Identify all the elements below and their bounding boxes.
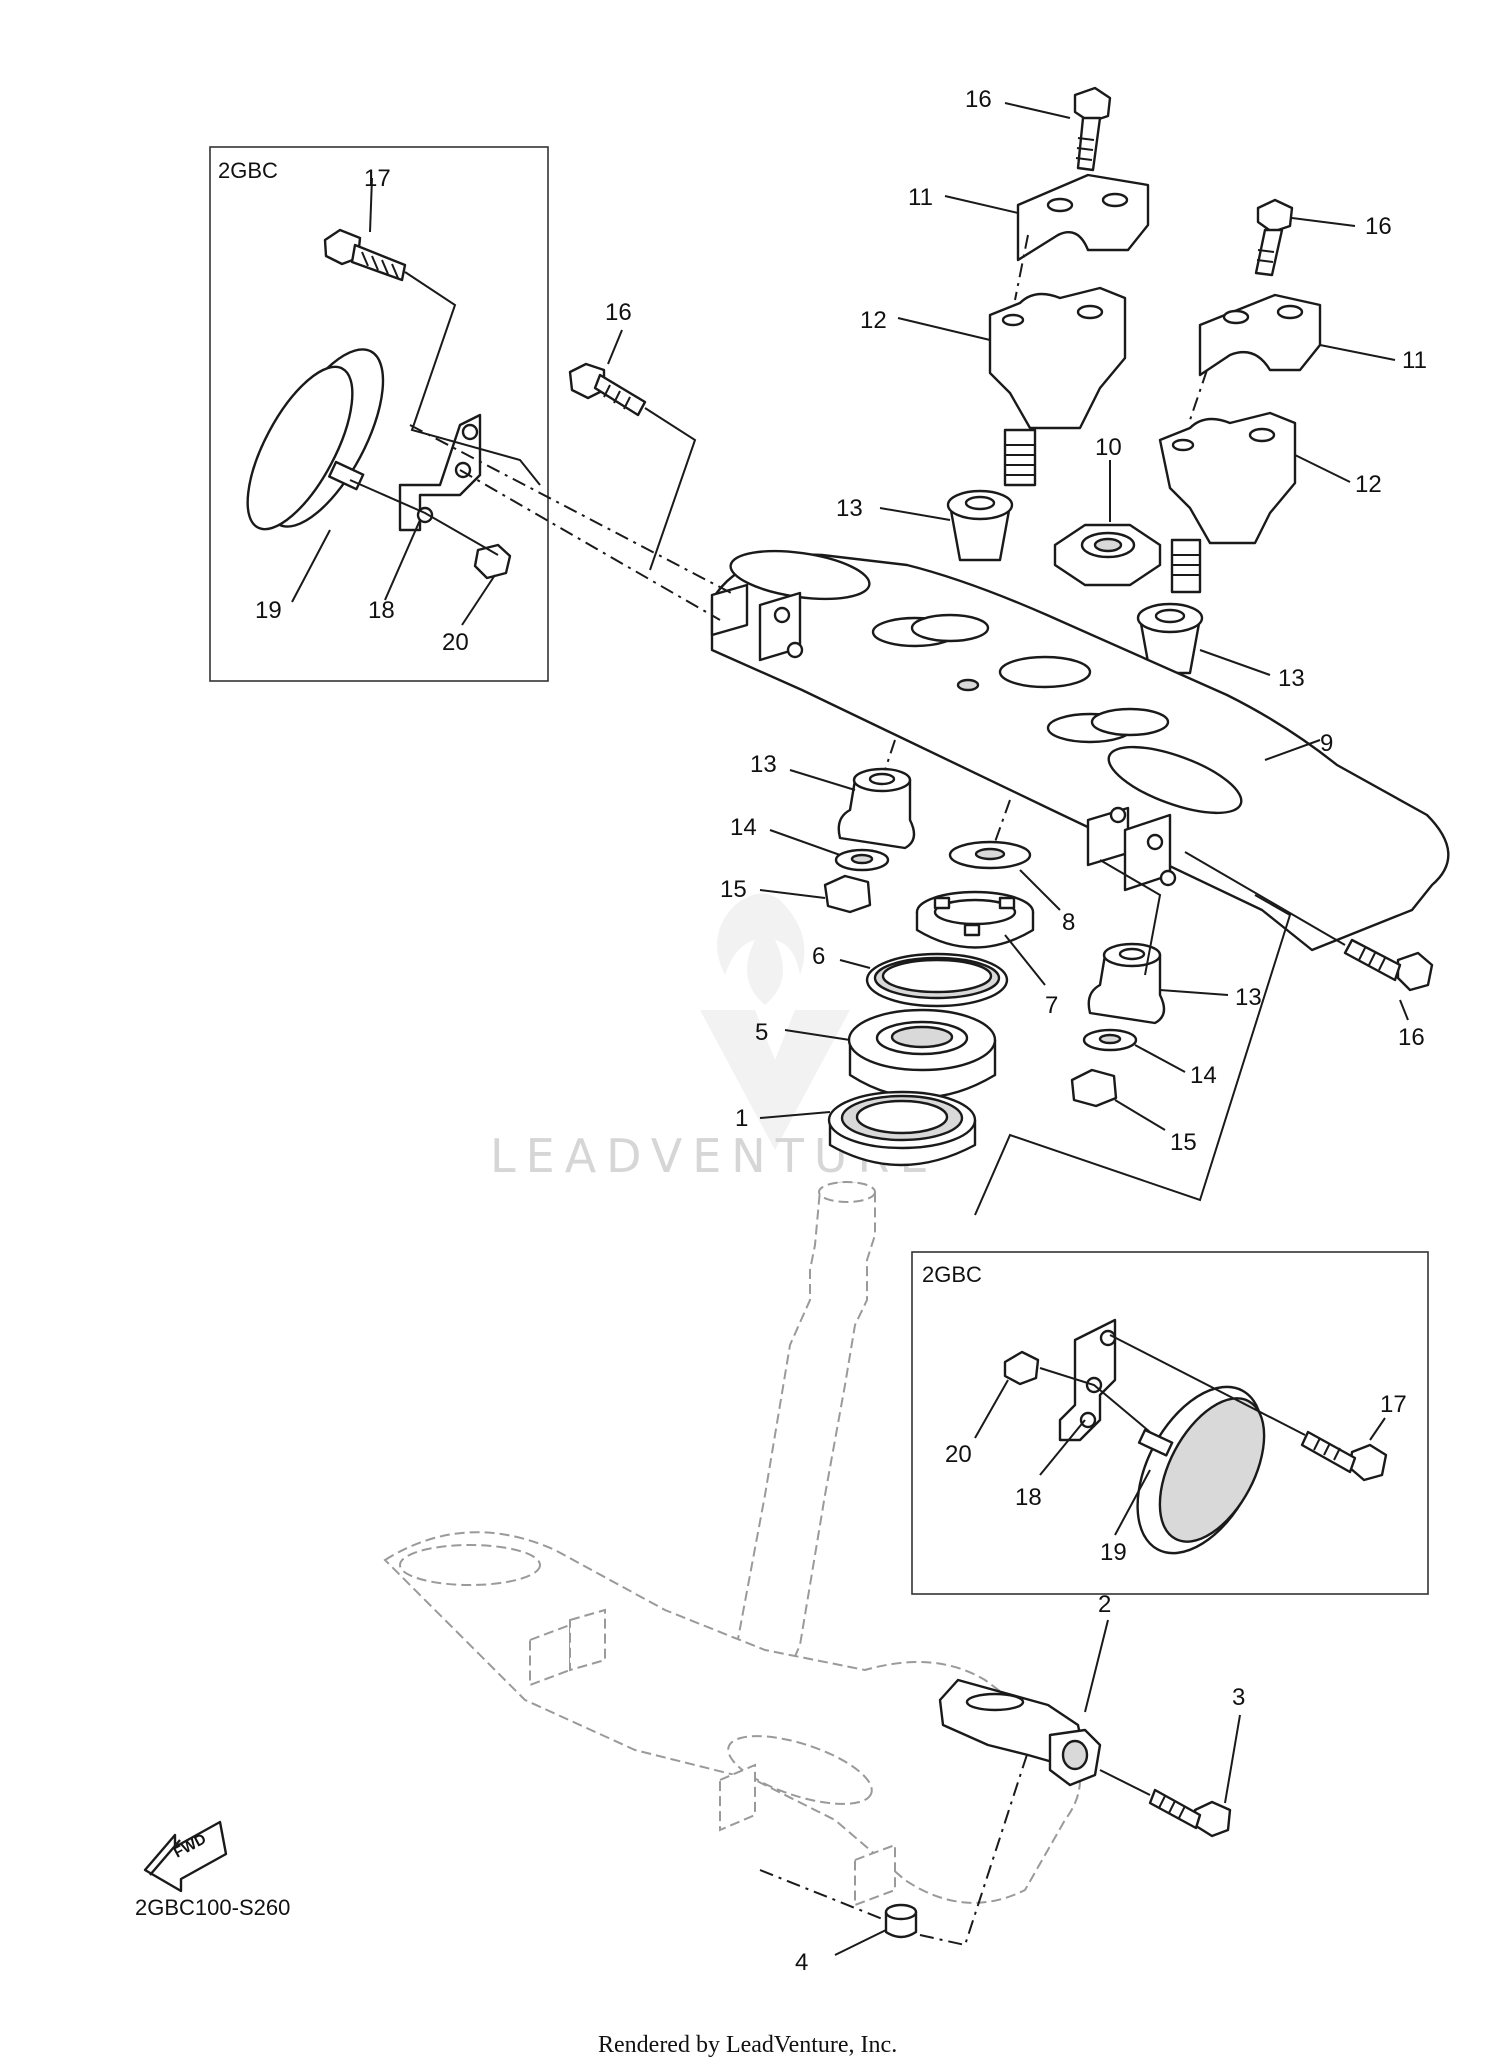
callout-8: 8: [1062, 909, 1075, 936]
damper-13-upper-left: [946, 489, 1014, 562]
clamp-11-right: [1198, 293, 1322, 377]
washer-14-right: [1082, 1028, 1138, 1052]
reflector-19-inset-b: [1136, 1385, 1266, 1555]
seal-6: [865, 952, 1009, 1008]
callout-1: 1: [735, 1105, 748, 1132]
bolt-17-inset-b: [1300, 1430, 1388, 1482]
inset-bottom-right-label: 2GBC: [922, 1262, 982, 1287]
fwd-arrow-icon: FWD: [143, 1820, 228, 1893]
callout-9: 9: [1320, 730, 1333, 757]
callout-18-b: 18: [1015, 1484, 1042, 1511]
callout-16-c: 16: [605, 299, 632, 326]
inset-bottom-right: 2GBC 20 18 19 17: [911, 1251, 1429, 1595]
callout-15-a: 15: [720, 876, 747, 903]
watermark-logo: [700, 893, 850, 1150]
damper-13-upper-right: [1136, 602, 1204, 675]
callout-12-a: 12: [860, 307, 887, 334]
inset-top-left-label: 2GBC: [218, 158, 278, 183]
callout-13-c: 13: [750, 751, 777, 778]
holder-12-right: [1158, 411, 1297, 594]
callout-20-a: 20: [442, 629, 469, 656]
callout-11-b: 11: [1402, 347, 1427, 374]
callout-13-b: 13: [1278, 665, 1305, 692]
bracket-18-inset-a: [398, 413, 482, 532]
nut-20-inset-b: [1003, 1350, 1040, 1386]
diagram-code: 2GBC100-S260: [135, 1895, 290, 1920]
callout-4: 4: [795, 1949, 808, 1976]
bolt-16-upper-right: [1254, 198, 1294, 277]
callout-12-b: 12: [1355, 471, 1382, 498]
bolt-16-left: [568, 362, 647, 417]
bearing-1: [827, 1090, 977, 1167]
callout-15-b: 15: [1170, 1129, 1197, 1156]
holder-12-upper: [988, 286, 1127, 487]
callout-19-a: 19: [255, 597, 282, 624]
washer-14-left: [834, 848, 890, 872]
callout-13-d: 13: [1235, 984, 1262, 1011]
callout-16-a: 16: [965, 86, 992, 113]
bolt-16-lower-right: [1343, 938, 1434, 992]
callout-14-b: 14: [1190, 1062, 1217, 1089]
callout-11-a: 11: [908, 184, 933, 211]
nut-15-left: [823, 874, 872, 914]
washer-8: [948, 840, 1032, 870]
callout-3: 3: [1232, 1684, 1245, 1711]
upper-bracket-9: [710, 549, 1450, 952]
callout-7: 7: [1045, 992, 1058, 1019]
bracket-18-inset-b: [1058, 1318, 1117, 1442]
bolt-3: [1148, 1788, 1232, 1838]
callout-19-b: 19: [1100, 1539, 1127, 1566]
ring-nut-7: [915, 890, 1035, 949]
callout-18-a: 18: [368, 597, 395, 624]
damper-13-lower-left: [837, 767, 916, 850]
callout-10: 10: [1095, 434, 1122, 461]
callout-17-b: 17: [1380, 1391, 1407, 1418]
steering-stem-ghost: [383, 1181, 1081, 1907]
callout-6: 6: [812, 943, 825, 970]
cable-guide-2: [938, 1678, 1102, 1787]
footer-credit: Rendered by LeadVenture, Inc.: [598, 2032, 897, 2058]
bearing-5: [847, 1008, 997, 1099]
clamp-11-upper: [1016, 173, 1150, 262]
reflector-19-inset-a: [246, 348, 385, 531]
collar-4: [884, 1903, 918, 1939]
bolt-16-upper-center: [1073, 86, 1112, 172]
inset-top-left: 2GBC 17 19 18 20: [209, 146, 549, 682]
damper-13-lower-right: [1087, 942, 1166, 1025]
callout-20-b: 20: [945, 1441, 972, 1468]
nut-10: [1053, 523, 1162, 587]
callout-14-a: 14: [730, 814, 757, 841]
callout-16-d: 16: [1398, 1024, 1425, 1051]
callout-17-a: 17: [364, 165, 391, 192]
nut-20-inset-a: [473, 543, 512, 580]
nut-15-right: [1070, 1068, 1118, 1108]
callout-16-b: 16: [1365, 213, 1392, 240]
callout-13-a: 13: [836, 495, 863, 522]
callout-2: 2: [1098, 1591, 1111, 1618]
callout-5: 5: [755, 1019, 768, 1046]
bolt-17-inset-a: [323, 228, 407, 282]
